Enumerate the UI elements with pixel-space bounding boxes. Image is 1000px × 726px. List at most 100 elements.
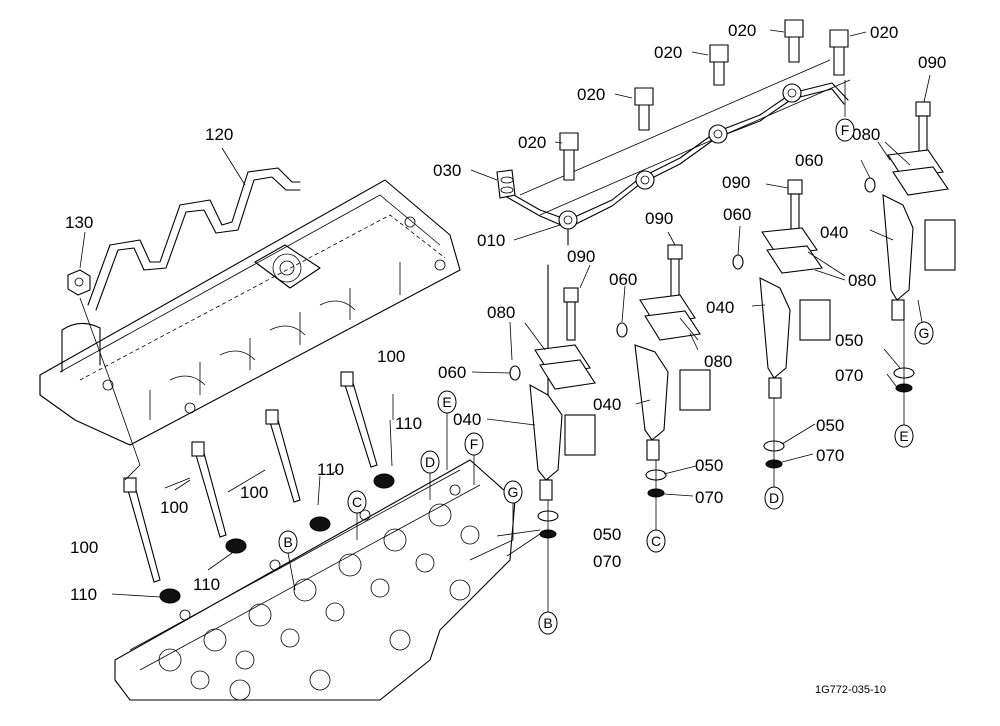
glow-plug-4 <box>340 371 378 468</box>
callout-060-a: 060 <box>438 363 466 382</box>
callout-010: 010 <box>477 231 505 250</box>
callout-110-d: 110 <box>395 414 422 433</box>
callout-040-b: 040 <box>593 395 621 414</box>
marker-f-top: F <box>835 118 855 142</box>
valve-cover <box>39 179 461 446</box>
plug-nut-3 <box>309 516 331 532</box>
svg-text:F: F <box>841 122 850 138</box>
marker-g-head: G <box>503 480 523 504</box>
callout-070-a: 070 <box>593 552 621 571</box>
marker-c-top: C <box>646 529 666 553</box>
svg-text:G: G <box>919 325 930 341</box>
callout-020-c: 020 <box>654 43 682 62</box>
o-ring-060-3 <box>732 254 744 270</box>
glow-plug-2 <box>191 441 227 538</box>
callout-050-d: 050 <box>835 331 863 350</box>
callout-090-a: 090 <box>567 247 595 266</box>
svg-text:G: G <box>508 484 519 500</box>
callout-020-e: 020 <box>870 23 898 42</box>
callout-040-d: 040 <box>820 223 848 242</box>
callout-060-d: 060 <box>795 151 823 170</box>
callout-030: 030 <box>433 161 461 180</box>
o-ring-060-1 <box>509 365 521 381</box>
marker-d-head: D <box>420 450 440 474</box>
o-ring-060-2 <box>616 322 628 338</box>
leak-pipe <box>504 59 851 501</box>
figure-code: 1G772-035-10 <box>815 684 886 696</box>
callout-060-c: 060 <box>723 205 751 224</box>
bolt-020-3 <box>709 44 729 86</box>
svg-text:F: F <box>470 436 479 452</box>
callout-120: 120 <box>205 125 233 144</box>
callout-070-b: 070 <box>695 488 723 507</box>
svg-text:E: E <box>442 394 451 410</box>
svg-text:D: D <box>769 490 779 506</box>
callout-040-c: 040 <box>706 298 734 317</box>
svg-text:D: D <box>425 454 435 470</box>
svg-text:E: E <box>899 428 908 444</box>
callout-100-c: 100 <box>240 483 268 502</box>
callout-050-a: 050 <box>593 525 621 544</box>
callout-090-d: 090 <box>918 53 946 72</box>
callout-020-b: 020 <box>577 85 605 104</box>
callout-090-c: 090 <box>722 173 750 192</box>
clamp-080-2 <box>639 294 701 341</box>
cylinder-head <box>114 459 516 701</box>
svg-text:C: C <box>651 533 661 549</box>
callout-060-b: 060 <box>609 270 637 289</box>
callout-080-c: 080 <box>848 271 876 290</box>
glow-plug-3 <box>265 409 301 503</box>
callout-020-a: 020 <box>518 133 546 152</box>
callout-110-a: 110 <box>70 585 97 604</box>
callout-070-c: 070 <box>816 446 844 465</box>
marker-f-head: F <box>464 432 484 456</box>
bolt-020-1 <box>559 132 579 181</box>
bolt-020-4 <box>784 19 804 63</box>
plug-nut-1 <box>159 588 181 604</box>
callout-080-b: 080 <box>704 352 732 371</box>
bolt-020-5 <box>829 29 849 76</box>
injector-4 <box>882 194 956 321</box>
injector-3 <box>759 277 831 399</box>
clip-030 <box>496 169 516 199</box>
svg-text:B: B <box>543 615 552 631</box>
callout-020-d: 020 <box>728 21 756 40</box>
callout-130: 130 <box>65 213 93 232</box>
marker-e-top: E <box>894 424 914 448</box>
clamp-080-1 <box>534 344 596 390</box>
callout-labels: 120 130 020 020 020 020 020 030 010 090 … <box>65 21 946 604</box>
glow-plug-1 <box>123 477 161 583</box>
callout-110-c: 110 <box>317 460 344 479</box>
bolt-090-2 <box>667 244 683 300</box>
clamp-080-4 <box>887 149 949 196</box>
marker-g-top: G <box>914 321 934 345</box>
injector-2 <box>634 344 711 461</box>
nut-130 <box>67 269 91 296</box>
bolt-090-3 <box>787 179 803 235</box>
injector-1 <box>529 384 596 501</box>
marker-b-head: B <box>278 530 298 554</box>
plug-nut-2 <box>225 538 247 554</box>
leader-lines <box>79 29 931 612</box>
lifting-bracket <box>87 167 301 311</box>
callout-050-b: 050 <box>695 456 723 475</box>
callout-040-a: 040 <box>453 410 481 429</box>
marker-d-top: D <box>764 486 784 510</box>
callout-100-b: 100 <box>160 498 188 517</box>
callout-090-b: 090 <box>645 209 673 228</box>
callout-110-b: 110 <box>193 575 220 594</box>
marker-e-head: E <box>437 390 457 414</box>
clamp-080-3 <box>761 227 823 274</box>
marker-c-head: C <box>347 490 367 514</box>
callout-070-d: 070 <box>835 366 863 385</box>
callout-100-d: 100 <box>377 347 405 366</box>
callout-080-d: 080 <box>852 125 880 144</box>
bolt-090-4 <box>915 101 931 157</box>
bolt-020-2 <box>634 87 654 131</box>
callout-050-c: 050 <box>816 416 844 435</box>
connection-markers: F G E D C B E F D G C B <box>278 118 934 635</box>
callout-100-a: 100 <box>70 538 98 557</box>
o-ring-060-4 <box>864 177 876 193</box>
head-ports <box>158 484 480 701</box>
